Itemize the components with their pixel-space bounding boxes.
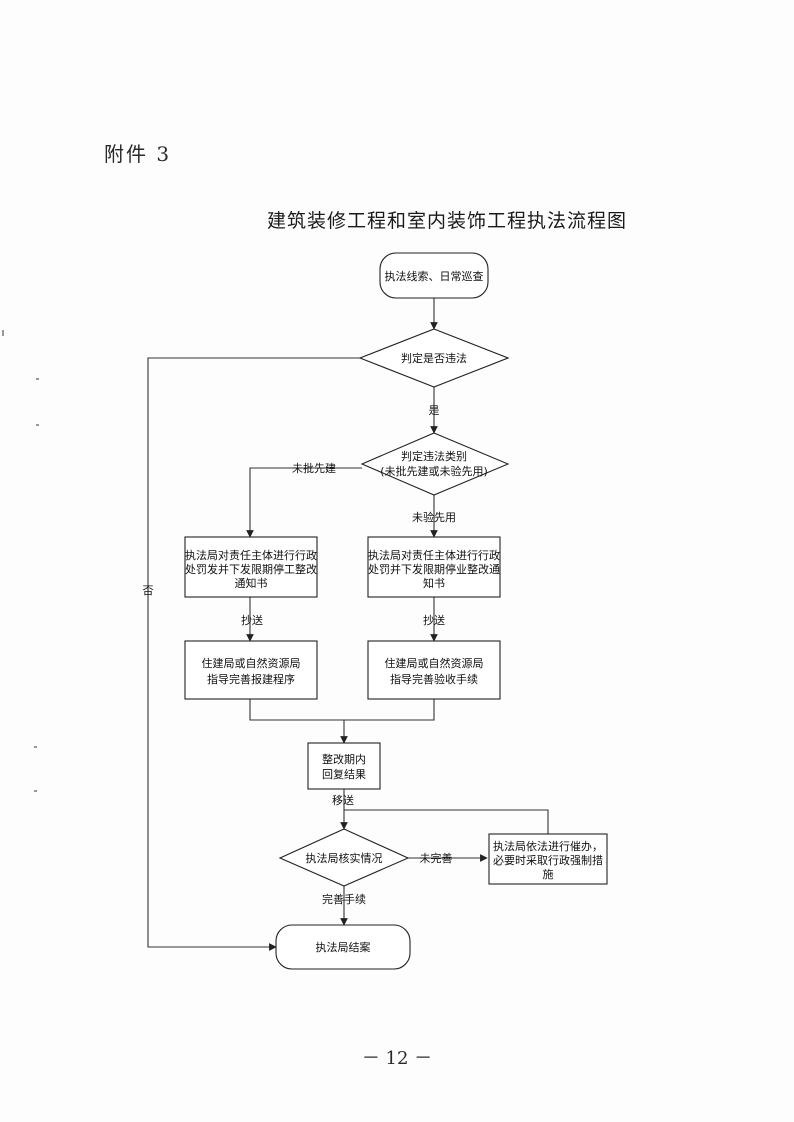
edge-no: [147, 357, 360, 951]
label-yes: 是: [429, 404, 440, 417]
page-number: － 12 －: [361, 1048, 433, 1069]
process-guide-right: 住建局或自然资源局 指导完善验收手续: [367, 640, 501, 700]
decision-judge-type: 判定违法类别 (未批先建或未验先用): [360, 432, 510, 496]
penalty-right-line3: 知书: [423, 576, 445, 590]
start-node: 执法线索、日常巡查: [379, 252, 489, 299]
process-penalty-right: 执法局对责任主体进行行政 处罚并下发限期停业整改通 知书: [367, 536, 501, 598]
reply-line1: 整改期内: [322, 752, 366, 766]
penalty-left-line3: 通知书: [235, 576, 268, 590]
start-node-label: 执法线索、日常巡查: [385, 269, 484, 283]
label-completed: 完善手续: [322, 892, 366, 906]
guide-left-line1: 住建局或自然资源局: [202, 656, 301, 670]
guide-right-line1: 住建局或自然资源局: [385, 656, 484, 670]
decision-verify-label: 执法局核实情况: [306, 851, 383, 865]
enforce-line1: 执法局依法进行催办，: [493, 839, 603, 853]
label-unapproved-build: 未批先建: [292, 461, 336, 475]
attachment-label: 附件 3: [104, 142, 172, 166]
process-penalty-left: 执法局对责任主体进行行政 处罚发并下发限期停工整改 通知书: [184, 536, 318, 598]
page-title: 建筑装修工程和室内装饰工程执法流程图: [266, 210, 627, 232]
reply-line2: 回复结果: [322, 767, 366, 781]
scan-marks: [2, 330, 39, 792]
guide-left-line2: 指导完善报建程序: [207, 672, 295, 686]
decision-judge-illegal: 判定是否违法: [358, 328, 510, 388]
edge-unapproved-build: [246, 467, 362, 538]
penalty-right-line2: 处罚并下发限期停业整改通: [368, 562, 500, 576]
label-cc-right: 抄送: [423, 613, 445, 627]
decision-judge-type-label: 判定违法类别: [401, 449, 467, 463]
decision-judge-illegal-label: 判定是否违法: [401, 351, 467, 365]
connectors: [147, 298, 549, 951]
penalty-right-line1: 执法局对责任主体进行行政: [368, 548, 500, 562]
label-no: 否: [143, 584, 154, 597]
label-unaccepted-use: 未验先用: [412, 510, 456, 524]
edge-merge: [249, 699, 435, 721]
end-node: 执法局结案: [275, 924, 411, 970]
process-guide-left: 住建局或自然资源局 指导完善报建程序: [184, 640, 318, 700]
enforce-line2: 必要时采取行政强制措: [493, 853, 603, 867]
penalty-left-line1: 执法局对责任主体进行行政: [185, 548, 317, 562]
edge-loop-back: [344, 809, 549, 834]
penalty-left-line2: 处罚发并下发限期停工整改: [185, 562, 317, 576]
label-not-completed: 未完善: [420, 851, 453, 865]
decision-verify: 执法局核实情况: [278, 828, 410, 887]
process-reply: 整改期内 回复结果: [307, 742, 381, 790]
label-transfer: 移送: [332, 793, 354, 807]
label-cc-left: 抄送: [241, 613, 263, 627]
enforce-line3: 施: [543, 868, 554, 881]
decision-judge-type-sublabel: (未批先建或未验先用): [380, 464, 488, 478]
guide-right-line2: 指导完善验收手续: [390, 672, 478, 686]
process-enforce: 执法局依法进行催办， 必要时采取行政强制措 施: [488, 833, 608, 885]
end-node-label: 执法局结案: [316, 940, 371, 954]
edge-labels: 是 否 未批先建 未验先用 抄送 抄送 移送 未完善 完善手续: [143, 404, 457, 906]
